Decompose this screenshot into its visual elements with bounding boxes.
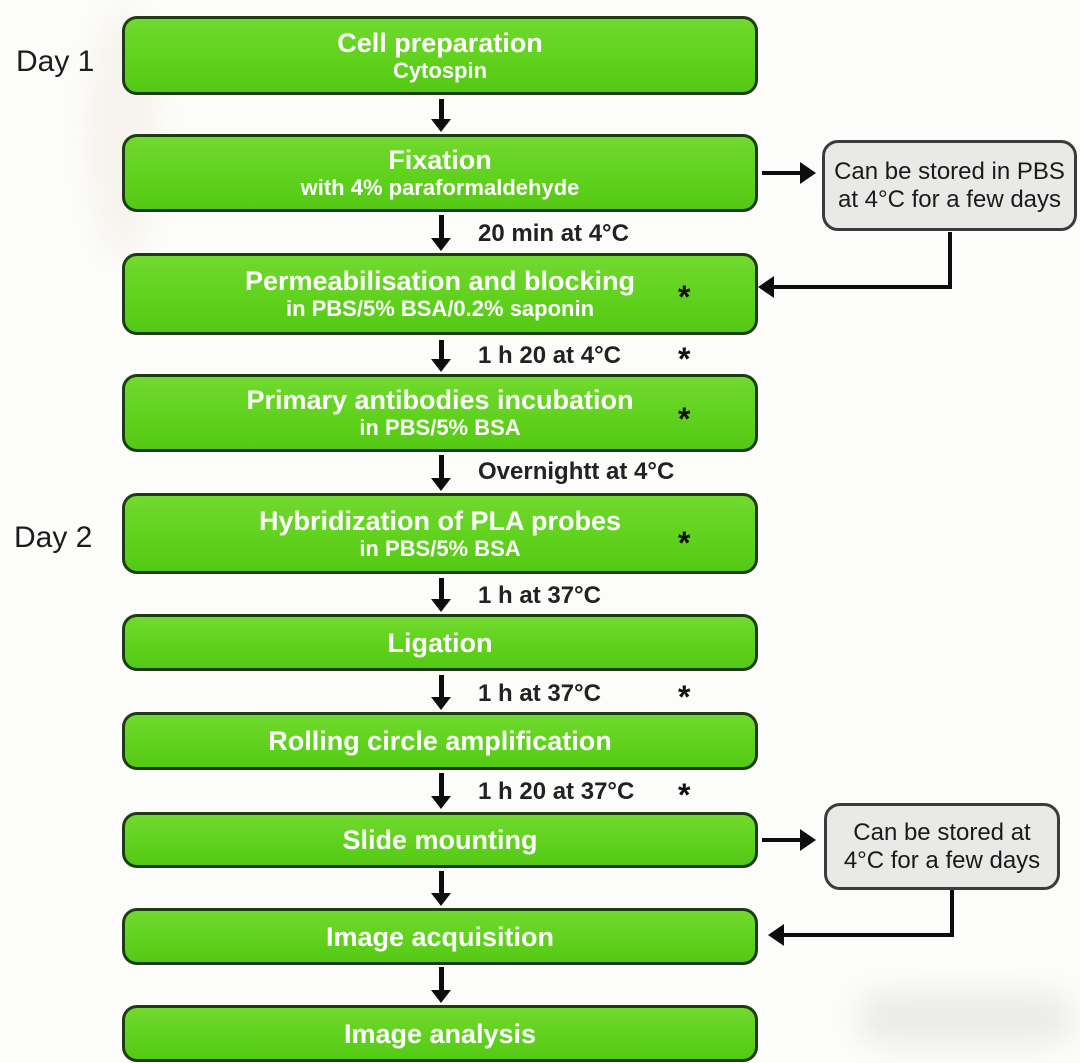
timing-label-ligation: 1 h at 37°C bbox=[478, 680, 601, 707]
connector-line bbox=[762, 838, 802, 842]
asterisk-icon: * bbox=[678, 777, 691, 813]
arrow-down-icon bbox=[431, 967, 451, 1003]
step-title: Permeabilisation and blocking bbox=[244, 266, 636, 296]
connector-line bbox=[772, 285, 952, 289]
step-title: Slide mounting bbox=[342, 825, 538, 855]
note-line: at 4°C for a few days bbox=[837, 185, 1062, 213]
day-1-label: Day 1 bbox=[16, 45, 95, 78]
step-title: Primary antibodies incubation bbox=[246, 385, 634, 415]
note-line: Can be stored at bbox=[853, 818, 1031, 846]
step-box-rolling-circle-amplification: Rolling circle amplification bbox=[122, 712, 758, 770]
step-box-hybridization-pla-probes: Hybridization of PLA probes in PBS/5% BS… bbox=[122, 493, 758, 574]
asterisk-icon: * bbox=[678, 401, 691, 437]
timing-label-fixation: 20 min at 4°C bbox=[478, 220, 629, 247]
step-subtitle: Cytospin bbox=[392, 57, 488, 83]
arrow-right-icon bbox=[800, 162, 816, 184]
asterisk-icon: * bbox=[678, 341, 691, 377]
day-2-label: Day 2 bbox=[14, 521, 93, 554]
step-subtitle: in PBS/5% BSA bbox=[359, 415, 521, 440]
step-title: Image acquisition bbox=[325, 921, 555, 952]
step-subtitle: with 4% paraformaldehyde bbox=[300, 175, 580, 200]
arrow-down-icon bbox=[431, 773, 451, 809]
step-subtitle: in PBS/5% BSA/0.2% saponin bbox=[285, 296, 595, 321]
step-title: Hybridization of PLA probes bbox=[258, 505, 621, 536]
step-box-image-acquisition: Image acquisition bbox=[122, 908, 758, 965]
step-title: Image analysis bbox=[343, 1018, 537, 1049]
step-box-slide-mounting: Slide mounting bbox=[122, 812, 758, 868]
arrow-right-icon bbox=[800, 829, 816, 851]
asterisk-icon: * bbox=[678, 525, 691, 561]
step-box-permeabilisation-blocking: Permeabilisation and blocking in PBS/5% … bbox=[122, 253, 758, 335]
timing-label-primary-antibodies: Overnightt at 4°C bbox=[478, 458, 675, 485]
note-stored-at-4c: Can be stored at 4°C for a few days bbox=[824, 803, 1060, 890]
timing-label-rolling-circle: 1 h 20 at 37°C bbox=[478, 778, 635, 805]
step-title: Ligation bbox=[387, 627, 493, 658]
step-box-fixation: Fixation with 4% paraformaldehyde bbox=[122, 134, 758, 212]
arrow-down-icon bbox=[431, 578, 451, 612]
connector-line bbox=[950, 890, 954, 935]
arrow-down-icon bbox=[431, 340, 451, 372]
arrow-down-icon bbox=[431, 215, 451, 251]
connector-line bbox=[762, 171, 802, 175]
arrow-left-icon bbox=[768, 924, 784, 946]
note-line: Can be stored in PBS bbox=[834, 157, 1065, 185]
step-title: Fixation bbox=[388, 145, 492, 175]
step-box-primary-antibodies: Primary antibodies incubation in PBS/5% … bbox=[122, 374, 758, 452]
asterisk-icon: * bbox=[678, 679, 691, 715]
step-box-cell-preparation: Cell preparation Cytospin bbox=[122, 16, 758, 95]
connector-line bbox=[948, 232, 952, 288]
step-box-image-analysis: Image analysis bbox=[122, 1005, 758, 1062]
step-title: Rolling circle amplification bbox=[268, 726, 612, 756]
connector-line bbox=[782, 933, 954, 937]
scan-smudge-bottom-right bbox=[858, 992, 1073, 1044]
step-subtitle: in PBS/5% BSA bbox=[359, 535, 521, 561]
arrow-down-icon bbox=[431, 455, 451, 491]
step-box-ligation: Ligation bbox=[122, 614, 758, 671]
arrow-left-icon bbox=[758, 276, 774, 298]
arrow-down-icon bbox=[431, 675, 451, 710]
asterisk-icon: * bbox=[678, 279, 691, 315]
timing-label-hybridization: 1 h at 37°C bbox=[478, 582, 601, 609]
step-title: Cell preparation bbox=[337, 27, 543, 58]
note-line: 4°C for a few days bbox=[843, 846, 1041, 874]
note-stored-in-pbs: Can be stored in PBS at 4°C for a few da… bbox=[822, 140, 1077, 231]
arrow-down-icon bbox=[431, 871, 451, 906]
timing-label-permeabilisation: 1 h 20 at 4°C bbox=[478, 342, 621, 369]
arrow-down-icon bbox=[431, 99, 451, 132]
